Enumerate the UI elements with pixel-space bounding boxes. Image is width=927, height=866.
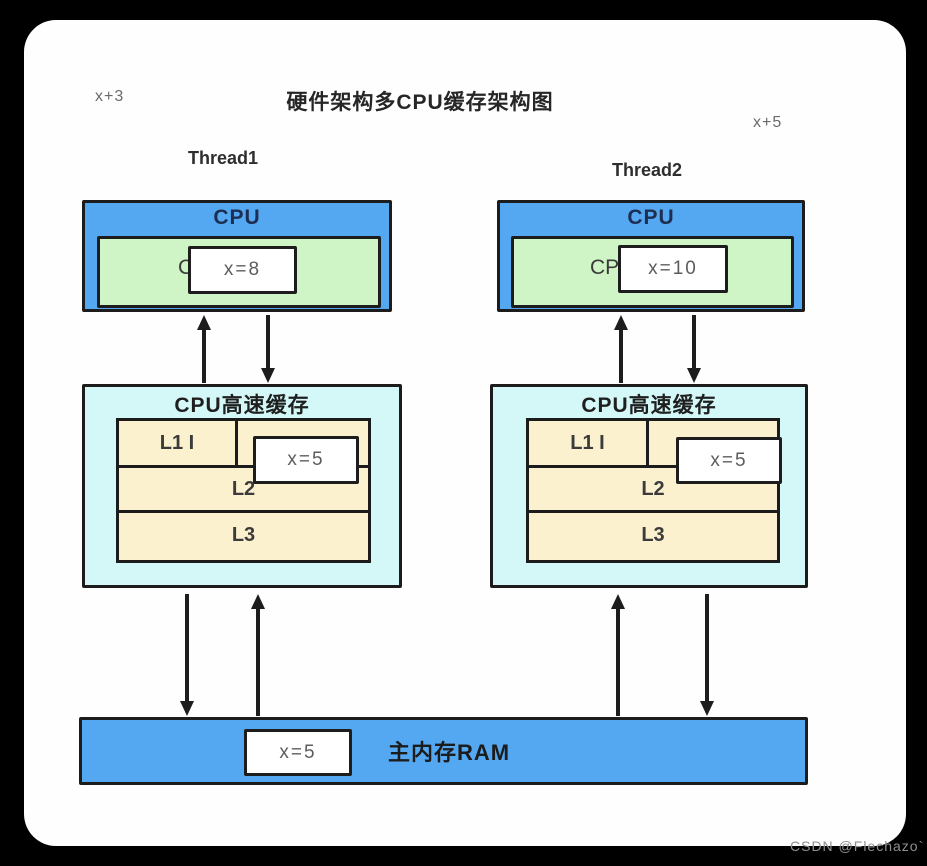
cache1-l3-row: L3: [119, 513, 368, 557]
cache1-l2-row: L2: [119, 468, 368, 513]
cpu2-box: CPU CP x=10: [497, 200, 805, 312]
arrowhead-icon: [611, 594, 625, 609]
cache1-l1-label: L1 I: [159, 431, 195, 454]
cpu1-to-cache1-arrow-down-icon: [260, 315, 276, 383]
thread2-label: Thread2: [612, 160, 683, 180]
cache2-l1-row: L1 I: [529, 421, 777, 468]
cache1-to-ram-arrow-down-icon: [179, 594, 195, 716]
ram-value: x=5: [279, 741, 317, 763]
ram-label: 主内存RAM: [388, 740, 511, 765]
arrowhead-icon: [700, 701, 714, 716]
cache1-l1i-cell: L1 I: [119, 421, 238, 465]
cache1-l1-row: L1 I: [119, 421, 368, 468]
cpu2-register-label-fragment: CP: [590, 256, 620, 279]
cache1-title: CPU高速缓存: [174, 394, 310, 417]
cpu2-value: x=10: [648, 258, 698, 279]
cache2-level-table: L1 I L2 L3: [526, 418, 780, 563]
cpu1-register-box: C x=8: [97, 236, 381, 308]
ram-box: x=5 主内存RAM: [79, 717, 808, 785]
arrowhead-icon: [614, 315, 628, 330]
watermark: CSDN @Flechazo`: [790, 838, 925, 854]
cpu2-register-box: CP x=10: [511, 236, 794, 308]
cache1-value-box: x=5: [253, 436, 359, 484]
cache2-l2-label: L2: [641, 477, 665, 500]
cache2-l3-row: L3: [529, 513, 777, 557]
ram-value-box: x=5: [244, 729, 352, 776]
cpu1-value-box: x=8: [188, 246, 297, 294]
thread1-label: Thread1: [188, 148, 259, 168]
cpu2-to-cache2-arrow-down-icon: [686, 315, 702, 383]
cache1-l2-label: L2: [231, 477, 256, 500]
variable-note-right: x+5: [753, 114, 783, 131]
cache1-to-cpu1-arrow-up-icon: [196, 315, 212, 383]
arrowhead-icon: [261, 368, 275, 383]
cache2-l3-label: L3: [641, 523, 665, 546]
cache2-title: CPU高速缓存: [581, 394, 717, 417]
cache2-l1-label: L1 I: [570, 431, 605, 454]
cache2-box: CPU高速缓存 L1 I L2 L3 x=5: [490, 384, 808, 588]
cpu1-label: CPU: [213, 206, 261, 229]
cache1-value: x=5: [287, 449, 325, 470]
arrowhead-icon: [180, 701, 194, 716]
diagram-title: 硬件架构多CPU缓存架构图: [286, 91, 554, 114]
cpu2-value-box: x=10: [618, 245, 728, 293]
arrowhead-icon: [251, 594, 265, 609]
arrowhead-icon: [197, 315, 211, 330]
cpu2-label: CPU: [627, 206, 675, 229]
cpu1-value: x=8: [223, 259, 262, 280]
cache1-l3-label: L3: [231, 523, 256, 546]
cache2-value: x=5: [710, 449, 748, 471]
cache2-value-box: x=5: [676, 437, 782, 484]
ram-to-cache2-arrow-up-icon: [610, 594, 626, 716]
cache2-to-ram-arrow-down-icon: [699, 594, 715, 716]
cache2-l2-row: L2: [529, 468, 777, 513]
cache2-to-cpu2-arrow-up-icon: [613, 315, 629, 383]
cache1-box: CPU高速缓存 L1 I L2 L3 x=5: [82, 384, 402, 588]
arrowhead-icon: [687, 368, 701, 383]
ram-to-cache1-arrow-up-icon: [250, 594, 266, 716]
cache2-l1i-cell: L1 I: [529, 421, 649, 465]
cpu1-box: CPU C x=8: [82, 200, 392, 312]
variable-note-left: x+3: [95, 88, 125, 105]
